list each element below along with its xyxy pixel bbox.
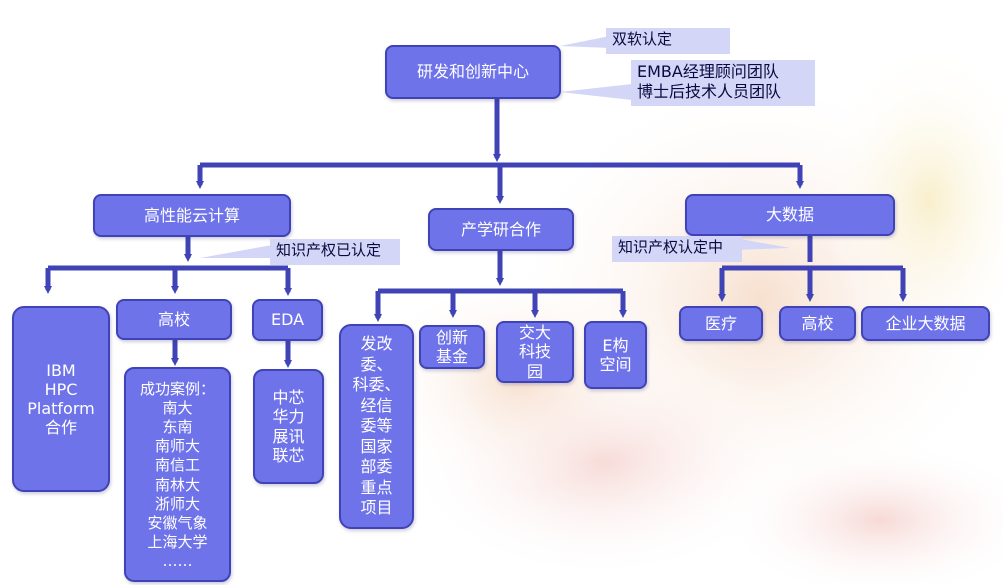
- enterprise-bigdata-node: 企业大数据: [861, 306, 990, 341]
- hpc-university-node: 高校: [116, 299, 232, 340]
- medical-node: 医疗: [679, 306, 763, 341]
- eda-node: EDA: [252, 299, 323, 341]
- government-projects-node: 发改 委、 科委、 经信 委等 国家 部委 重点 项目: [339, 324, 414, 529]
- bigdata-university-node: 高校: [779, 306, 856, 341]
- industry-node: 产学研合作: [428, 208, 574, 251]
- callout-team: EMBA经理顾问团队 博士后技术人员团队: [631, 60, 815, 106]
- eda-partners-node: 中芯 华力 展讯 联芯: [253, 369, 324, 484]
- callout-ip-certified: 知识产权已认定: [270, 239, 400, 265]
- e-space-node: E构 空间: [584, 321, 647, 389]
- innovation-fund-node: 创新 基金: [419, 325, 485, 369]
- hpc-cloud-node: 高性能云计算: [93, 194, 291, 237]
- callout-double-soft: 双软认定: [606, 28, 730, 54]
- center-node: 研发和创新中心: [385, 45, 561, 99]
- bigdata-node: 大数据: [685, 194, 895, 236]
- success-cases-node: 成功案例： 南大 东南 南师大 南信工 南林大 浙师大 安徽气象 上海大学 ……: [124, 367, 231, 582]
- science-park-node: 交大 科技 园: [496, 321, 574, 383]
- callout-ip-pending: 知识产权认定中: [612, 236, 742, 262]
- ibm-hpc-node: IBM HPC Platform 合作: [12, 306, 110, 492]
